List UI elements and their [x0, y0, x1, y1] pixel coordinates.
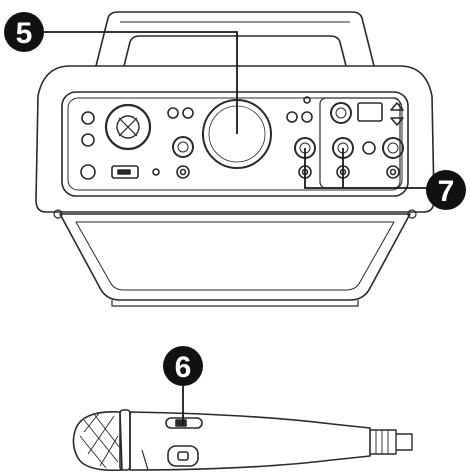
- microphone-body: [129, 411, 371, 471]
- carry-handle: [95, 11, 375, 67]
- leader-lines: [40, 31, 430, 426]
- small-button-icon: [286, 111, 298, 123]
- volume-knob-icon: [172, 136, 194, 158]
- leader-line-7: [304, 148, 430, 189]
- speaker-cabinet: [35, 65, 435, 213]
- speaker-unit: [35, 11, 435, 307]
- callout-6-label: 6: [175, 351, 192, 384]
- small-button-icon: [362, 141, 376, 155]
- small-button-icon: [182, 107, 194, 119]
- control-panel: [61, 91, 409, 197]
- callout-7: 7: [426, 170, 466, 210]
- small-button-icon: [80, 164, 96, 180]
- callout-6: 6: [163, 346, 203, 386]
- usb-port-icon: [111, 165, 139, 179]
- tone-knob-icon: [382, 137, 404, 159]
- jack-icon: [176, 165, 190, 179]
- carry-handle-inner: [123, 35, 347, 67]
- callout-5-label: 5: [16, 17, 33, 50]
- microphone-grille: [72, 411, 123, 472]
- jack-icon: [386, 165, 400, 179]
- small-button-icon: [167, 107, 179, 119]
- small-button-icon: [81, 111, 95, 125]
- speaker-grille: [59, 213, 411, 301]
- mode-knob-icon: [330, 102, 352, 124]
- down-arrow-icon: [390, 117, 404, 126]
- display-screen: [357, 102, 383, 122]
- small-button-icon: [301, 111, 313, 123]
- callout-5: 5: [4, 12, 44, 52]
- navigation-dial-icon: [104, 103, 152, 151]
- leader-line-5: [40, 31, 238, 134]
- microphone: [72, 409, 413, 472]
- microphone-button: [167, 445, 199, 467]
- up-arrow-icon: [390, 102, 404, 111]
- callout-7-label: 7: [438, 175, 455, 208]
- microphone-power-switch: [165, 417, 203, 429]
- small-button-icon: [81, 133, 95, 147]
